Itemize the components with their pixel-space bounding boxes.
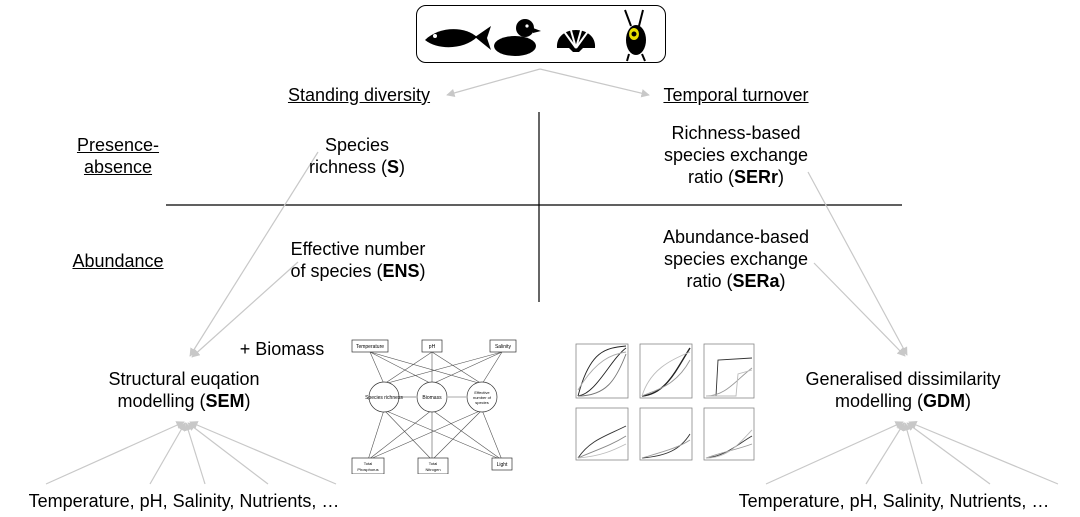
shell-icon — [556, 26, 596, 52]
svg-text:Species richness: Species richness — [365, 395, 403, 401]
svg-text:Light: Light — [497, 462, 508, 468]
biomass-label: + Biomass — [239, 339, 325, 359]
gdm-response-curves — [575, 343, 755, 461]
temporal-turnover-header: Temporal turnover — [663, 85, 809, 105]
svg-text:Phosphorus: Phosphorus — [357, 467, 378, 472]
svg-text:Effective: Effective — [474, 390, 490, 395]
presence-absence-label: Presence-absence — [76, 135, 160, 177]
svg-text:Total: Total — [364, 461, 373, 466]
plankton-icon — [624, 9, 646, 62]
svg-text:Salinity: Salinity — [495, 344, 512, 350]
svg-text:Biomass: Biomass — [422, 395, 442, 401]
arrow-to-standing — [446, 68, 541, 98]
fish-icon — [425, 26, 491, 50]
sem-path-diagram: Temperature pH Salinity Species richness… — [351, 339, 517, 474]
svg-text:Total: Total — [429, 461, 438, 466]
svg-text:species: species — [475, 400, 489, 405]
gdm-driver-arrows — [765, 421, 1059, 485]
organism-icons-box — [416, 5, 666, 63]
arrow-ens-to-sem — [191, 261, 299, 358]
svg-text:number of: number of — [473, 395, 492, 400]
svg-text:pH: pH — [429, 344, 436, 350]
drivers-right: Temperature, pH, Salinity, Nutrients, … — [738, 491, 1050, 511]
abundance-label: Abundance — [72, 251, 164, 271]
arrow-sera-to-gdm — [813, 262, 906, 357]
sem-driver-arrows — [45, 421, 337, 485]
arrow-to-temporal — [539, 68, 650, 98]
svg-text:Temperature: Temperature — [356, 344, 384, 350]
standing-diversity-header: Standing diversity — [287, 85, 431, 105]
arrow-s-to-sem — [189, 151, 319, 357]
arrow-serr-to-gdm — [807, 171, 908, 356]
drivers-left: Temperature, pH, Salinity, Nutrients, … — [28, 491, 340, 511]
duck-icon — [494, 19, 541, 56]
svg-text:Nitrogen: Nitrogen — [425, 467, 440, 472]
